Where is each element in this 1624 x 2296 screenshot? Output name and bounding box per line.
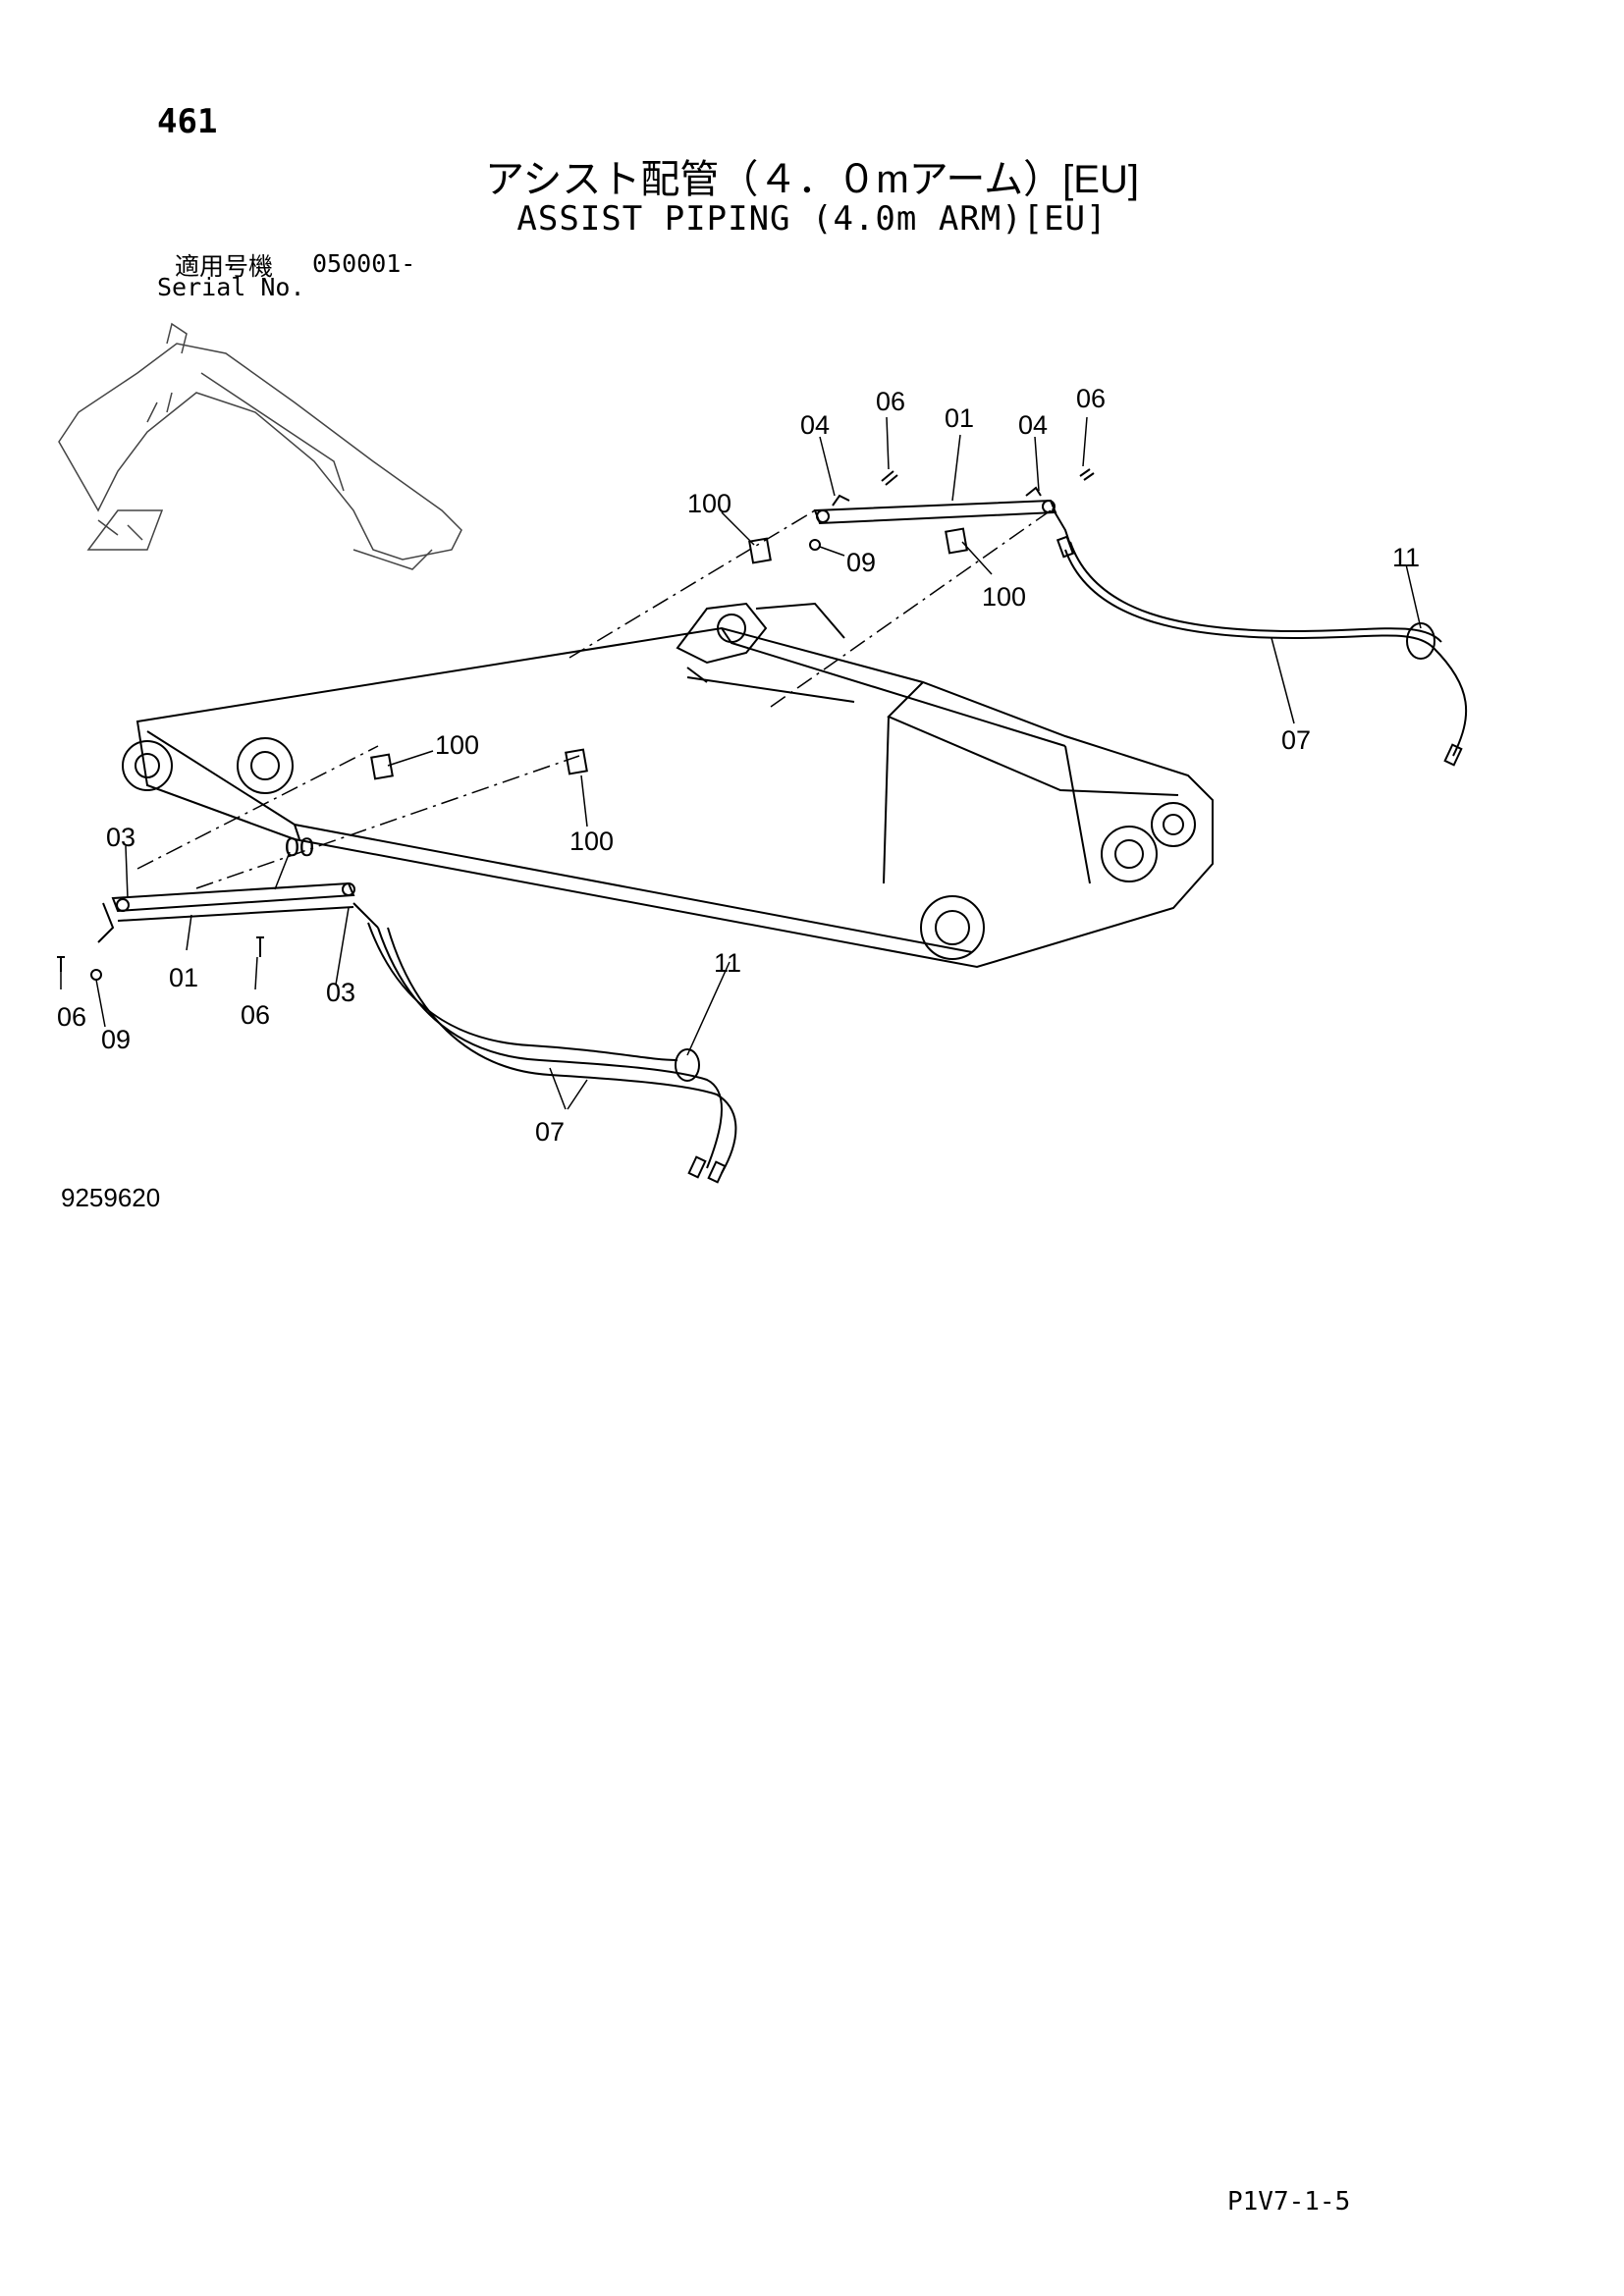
title-english: ASSIST PIPING (4.0m ARM)[EU] bbox=[516, 199, 1108, 239]
serial-number-value: 050001- bbox=[312, 249, 416, 278]
title-japanese: アシスト配管（４．０mアーム）[EU] bbox=[485, 158, 1139, 201]
lower-pipe-assembly bbox=[57, 748, 737, 1184]
callout-09: 09 bbox=[101, 1025, 131, 1054]
callout-01: 01 bbox=[945, 403, 974, 433]
callout-03: 03 bbox=[106, 823, 135, 852]
callout-100: 100 bbox=[435, 730, 479, 760]
page-code: P1V7-1-5 bbox=[1227, 2187, 1351, 2216]
callout-04: 04 bbox=[1018, 410, 1048, 440]
callout-100: 100 bbox=[982, 582, 1026, 612]
callout-06: 06 bbox=[57, 1002, 86, 1032]
assembly-guide-lines bbox=[136, 509, 1052, 889]
callout-07: 07 bbox=[535, 1117, 565, 1147]
callout-100: 100 bbox=[569, 827, 614, 856]
upper-pipe-assembly bbox=[748, 468, 1468, 767]
serial-label-japanese: 適用号機 bbox=[175, 253, 274, 281]
callout-11: 11 bbox=[1392, 543, 1420, 572]
callout-11: 11 bbox=[714, 948, 741, 978]
callout-07: 07 bbox=[1281, 725, 1311, 755]
callout-04: 04 bbox=[800, 410, 830, 440]
callout-01: 01 bbox=[169, 963, 198, 992]
callout-06: 06 bbox=[876, 387, 905, 416]
callout-leader-lines bbox=[60, 416, 1422, 1110]
callout-03: 03 bbox=[326, 978, 355, 1007]
callout-00: 00 bbox=[285, 832, 314, 862]
callout-06: 06 bbox=[241, 1000, 270, 1030]
callout-06: 06 bbox=[1076, 384, 1106, 413]
callout-100: 100 bbox=[687, 489, 731, 518]
arm-body bbox=[122, 602, 1214, 969]
figure-number: 9259620 bbox=[61, 1183, 161, 1212]
page-number: 461 bbox=[157, 102, 218, 141]
callout-09: 09 bbox=[846, 548, 876, 577]
serial-label-english: Serial No. bbox=[157, 273, 305, 301]
excavator-inset-thumbnail bbox=[58, 322, 462, 570]
